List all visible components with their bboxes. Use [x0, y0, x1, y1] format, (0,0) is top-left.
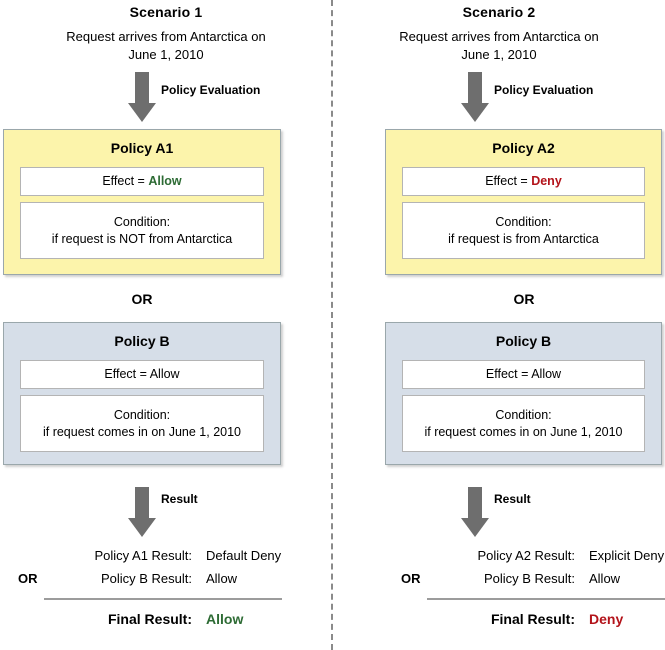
policy-evaluation-label-1: Policy Evaluation — [161, 83, 261, 97]
result-row-2-or: OR — [401, 571, 421, 586]
policy-b2-title: Policy B — [495, 333, 552, 349]
arrow-shaft — [135, 72, 149, 104]
policy-a1-condition-line-1: Condition: — [113, 214, 171, 229]
result-label-1: Result — [161, 492, 198, 506]
policy-b1-effect-box: Effect = Allow — [20, 360, 264, 389]
result-row-2-value: Allow — [589, 571, 621, 586]
policy-a2-effect-box: Effect = Deny — [402, 167, 645, 196]
policy-b2-effect-prefix: Effect = — [485, 367, 532, 381]
policy-b2-condition-box: Condition: if request comes in on June 1… — [402, 395, 645, 452]
arrow-head — [128, 103, 156, 122]
policy-a1-effect-prefix: Effect = — [102, 174, 149, 188]
result-row-policy-b2: OR Policy B Result: Allow — [399, 571, 665, 594]
policy-a2-box: Policy A2 Effect = Deny Condition: if re… — [385, 129, 662, 275]
policy-a2-condition-line-1: Condition: — [495, 214, 552, 229]
scenario-2-title: Scenario 2 — [462, 4, 536, 20]
final-result-label-1: Final Result: — [107, 611, 192, 627]
result-row-2-value: Allow — [206, 571, 238, 586]
scenario-2-panel: Scenario 2 Request arrives from Antarcti… — [333, 0, 665, 650]
or-separator-2: OR — [513, 291, 535, 307]
policy-b2-effect-box: Effect = Allow — [402, 360, 645, 389]
policy-a1-effect-box: Effect = Allow — [20, 167, 264, 196]
request-line-2: June 1, 2010 — [128, 47, 204, 62]
policy-b1-title: Policy B — [114, 333, 170, 349]
result-row-1-value: Default Deny — [206, 548, 282, 563]
request-line-1: Request arrives from Antarctica on — [66, 29, 266, 44]
scenario-1-panel: Scenario 1 Request arrives from Antarcti… — [0, 0, 332, 650]
result-row-1-value: Explicit Deny — [589, 548, 665, 563]
result-row-policy-a1: Policy A1 Result: Default Deny — [16, 548, 296, 571]
policy-a2-title: Policy A2 — [492, 140, 555, 156]
scenario-1-title: Scenario 1 — [129, 4, 203, 20]
policy-b2-box: Policy B Effect = Allow Condition: if re… — [385, 322, 662, 465]
policy-a1-condition-box: Condition: if request is NOT from Antarc… — [20, 202, 264, 259]
down-arrow-icon-policy-evaluation-1 — [128, 72, 156, 122]
policy-a1-box: Policy A1 Effect = Allow Condition: if r… — [3, 129, 281, 275]
request-line-1: Request arrives from Antarctica on — [399, 29, 599, 44]
final-result-value-2: Deny — [589, 611, 624, 627]
down-arrow-icon-policy-evaluation-2 — [461, 72, 489, 122]
result-row-2-or: OR — [18, 571, 38, 586]
final-result-row-2: Final Result: Deny — [399, 611, 665, 627]
or-separator-1: OR — [131, 291, 153, 307]
result-row-2-label: Policy B Result: — [100, 571, 192, 586]
arrow-shaft — [468, 72, 482, 104]
result-row-policy-b1: OR Policy B Result: Allow — [16, 571, 296, 594]
result-label-2: Result — [494, 492, 531, 506]
final-result-row-1: Final Result: Allow — [16, 611, 296, 627]
policy-b2-condition-line-2: if request comes in on June 1, 2010 — [424, 424, 623, 439]
results-table-1: Policy A1 Result: Default Deny OR Policy… — [16, 548, 296, 627]
policy-evaluation-label-2: Policy Evaluation — [494, 83, 594, 97]
arrow-shaft — [468, 487, 482, 519]
policy-b1-condition-line-1: Condition: — [113, 407, 171, 422]
results-table-2: Policy A2 Result: Explicit Deny OR Polic… — [399, 548, 665, 627]
policy-a1-effect-value: Allow — [148, 174, 182, 188]
policy-a2-condition-box: Condition: if request is from Antarctica — [402, 202, 645, 259]
final-result-value-1: Allow — [206, 611, 244, 627]
policy-b1-effect-prefix: Effect = — [104, 367, 150, 381]
result-row-2-label: Policy B Result: — [483, 571, 575, 586]
policy-b1-condition-box: Condition: if request comes in on June 1… — [20, 395, 264, 452]
arrow-head — [461, 518, 489, 537]
arrow-head — [461, 103, 489, 122]
policy-a1-title: Policy A1 — [110, 140, 174, 156]
results-divider-2 — [427, 598, 665, 600]
policy-b2-effect-value: Allow — [531, 367, 562, 381]
scenario-2-request-text: Request arrives from Antarctica on June … — [333, 28, 665, 64]
scenario-1-request-text: Request arrives from Antarctica on June … — [0, 28, 332, 64]
result-row-policy-a2: Policy A2 Result: Explicit Deny — [399, 548, 665, 571]
policy-a1-condition-line-2: if request is NOT from Antarctica — [51, 231, 233, 246]
scenario-divider — [331, 0, 333, 650]
result-row-1-label: Policy A1 Result: — [94, 548, 192, 563]
arrow-shaft — [135, 487, 149, 519]
final-result-label-2: Final Result: — [490, 611, 575, 627]
policy-a2-effect-value: Deny — [531, 174, 562, 188]
policy-b1-effect-value: Allow — [149, 367, 180, 381]
policy-b1-box: Policy B Effect = Allow Condition: if re… — [3, 322, 281, 465]
request-line-2: June 1, 2010 — [461, 47, 537, 62]
policy-b2-condition-line-1: Condition: — [495, 407, 552, 422]
arrow-head — [128, 518, 156, 537]
results-divider-1 — [44, 598, 282, 600]
policy-a2-effect-prefix: Effect = — [485, 174, 532, 188]
policy-a2-condition-line-2: if request is from Antarctica — [448, 231, 599, 246]
policy-b1-condition-line-2: if request comes in on June 1, 2010 — [42, 424, 242, 439]
down-arrow-icon-result-1 — [128, 487, 156, 537]
down-arrow-icon-result-2 — [461, 487, 489, 537]
result-row-1-label: Policy A2 Result: — [477, 548, 575, 563]
